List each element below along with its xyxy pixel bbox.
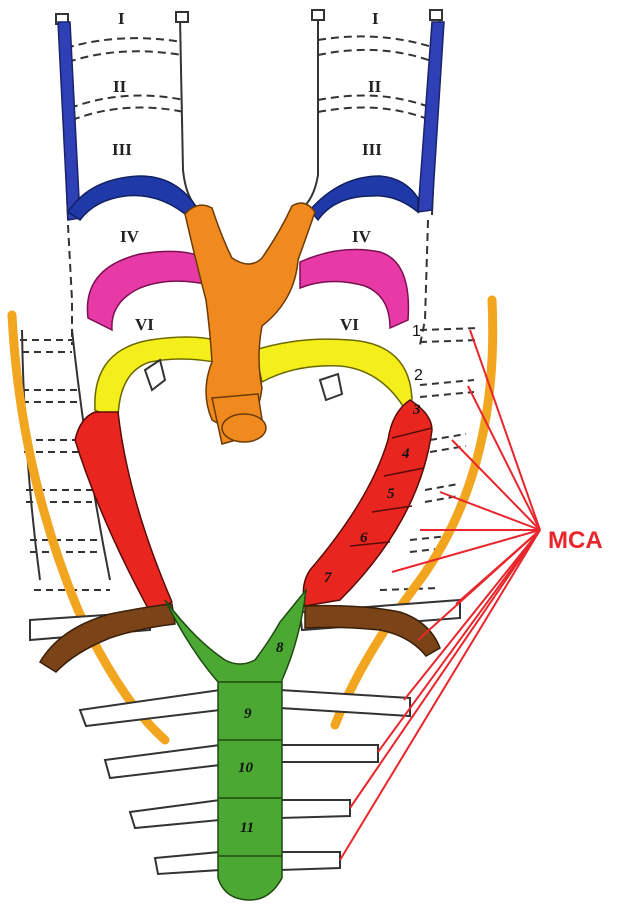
right-arch-III [310, 176, 418, 220]
aorta-segment-3: 3 [412, 402, 421, 418]
left-carotid-artery [58, 22, 80, 220]
left-arch-label-II: II [113, 77, 127, 96]
intersegmental-label-2: 2 [414, 367, 423, 384]
aorta-segment-7: 7 [324, 570, 332, 586]
right-arch-label-IV: IV [352, 227, 372, 246]
mca-callout-label: MCA [548, 527, 603, 554]
trunk-segment-8: 8 [276, 640, 284, 656]
aorta-segment-6: 6 [360, 530, 368, 546]
left-arch-label-I: I [118, 9, 125, 28]
mca-callout-lines [340, 330, 540, 860]
mca-line-10 [378, 530, 540, 752]
mca-line-11 [350, 530, 540, 808]
left-arch-label-IV: IV [120, 227, 140, 246]
aorta-segment-5: 5 [387, 486, 395, 502]
right-arch-label-I: I [372, 9, 379, 28]
left-arch-label-III: III [112, 140, 132, 159]
right-arch-label-VI: VI [340, 315, 359, 334]
right-arch-label-II: II [368, 77, 382, 96]
trunk-segment-9: 9 [244, 706, 252, 722]
aorta-segment-4: 4 [401, 446, 410, 462]
trunk-segment-10: 10 [238, 760, 254, 776]
right-ductus-stub [320, 374, 342, 400]
right-dorsal-aorta [303, 400, 432, 606]
right-arch-label-III: III [362, 140, 382, 159]
left-arch-label-VI: VI [135, 315, 154, 334]
left-ductus-stub [145, 360, 165, 390]
left-arch-III [68, 176, 195, 220]
trunk-segment-11: 11 [240, 820, 254, 836]
left-dorsal-aorta [75, 412, 172, 612]
intersegmental-label-1: 1 [412, 323, 421, 340]
truncus-cut-end [212, 394, 266, 444]
